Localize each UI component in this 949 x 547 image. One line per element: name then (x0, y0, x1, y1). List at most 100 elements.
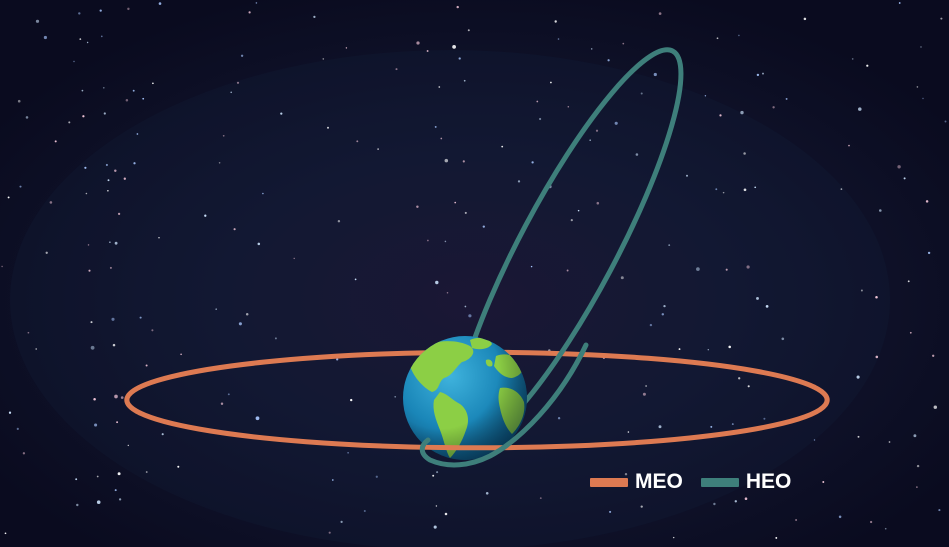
star (464, 211, 467, 214)
star (347, 452, 349, 454)
star (785, 97, 788, 100)
star (82, 115, 85, 118)
star (17, 99, 21, 103)
star (851, 58, 854, 60)
star (416, 205, 419, 209)
star (686, 174, 688, 177)
star (848, 144, 850, 147)
star (107, 179, 110, 182)
star (838, 515, 842, 519)
star (438, 86, 441, 88)
star (54, 140, 57, 143)
star (661, 313, 665, 316)
star (262, 192, 264, 195)
star (1, 265, 3, 268)
star (345, 47, 348, 49)
star (255, 416, 260, 421)
star (879, 209, 882, 212)
star (622, 42, 625, 45)
star (803, 17, 807, 21)
star (238, 322, 242, 326)
star (728, 345, 731, 349)
star (444, 240, 447, 243)
star (233, 228, 236, 231)
earth-shading (403, 336, 527, 460)
star (25, 116, 29, 119)
star (858, 107, 862, 111)
star (440, 137, 443, 140)
star (45, 251, 48, 254)
star (485, 492, 489, 495)
star (530, 265, 533, 268)
star (589, 139, 591, 141)
star (607, 59, 610, 62)
star (609, 510, 612, 513)
star (49, 201, 53, 204)
star (678, 348, 681, 351)
star (722, 191, 725, 194)
star (624, 473, 628, 476)
star (907, 280, 910, 283)
star (704, 95, 707, 97)
star (127, 7, 130, 11)
star (822, 481, 825, 483)
meo-swatch (590, 477, 628, 487)
star (79, 38, 82, 40)
star (434, 125, 437, 128)
star (117, 212, 121, 216)
star (99, 9, 102, 12)
star (375, 475, 378, 478)
star (313, 15, 316, 19)
star (427, 239, 429, 242)
star (668, 244, 671, 246)
star (204, 214, 207, 217)
star (4, 532, 7, 535)
star (177, 465, 180, 468)
star (125, 98, 129, 102)
star (433, 525, 437, 529)
star (145, 364, 148, 367)
star (245, 313, 249, 316)
star (257, 242, 261, 246)
star (916, 86, 919, 88)
star (114, 394, 118, 399)
star (888, 441, 891, 443)
star (932, 354, 935, 357)
star (550, 81, 552, 84)
star (35, 19, 40, 23)
earth-globe (403, 336, 527, 460)
star (356, 140, 359, 143)
star (395, 68, 398, 71)
star (96, 500, 101, 504)
star (248, 11, 251, 14)
star (531, 161, 534, 164)
star (109, 241, 111, 243)
star (903, 177, 906, 180)
star (85, 192, 88, 195)
star (897, 165, 901, 169)
star (27, 331, 30, 334)
star (142, 97, 145, 100)
star (696, 267, 700, 271)
star (710, 425, 713, 428)
star (642, 392, 646, 396)
star (114, 241, 118, 245)
star (940, 17, 943, 20)
star (754, 186, 757, 189)
star (435, 505, 438, 507)
legend-label-heo: HEO (745, 470, 792, 493)
star (86, 41, 89, 44)
star (927, 251, 931, 255)
star (554, 20, 557, 23)
star (875, 295, 878, 299)
star (394, 395, 397, 398)
star (230, 91, 232, 94)
star (856, 375, 860, 379)
star (78, 12, 81, 15)
star (462, 160, 465, 163)
star (280, 112, 283, 115)
star (775, 536, 778, 539)
star (813, 439, 816, 441)
star (354, 278, 357, 281)
star (468, 314, 472, 318)
